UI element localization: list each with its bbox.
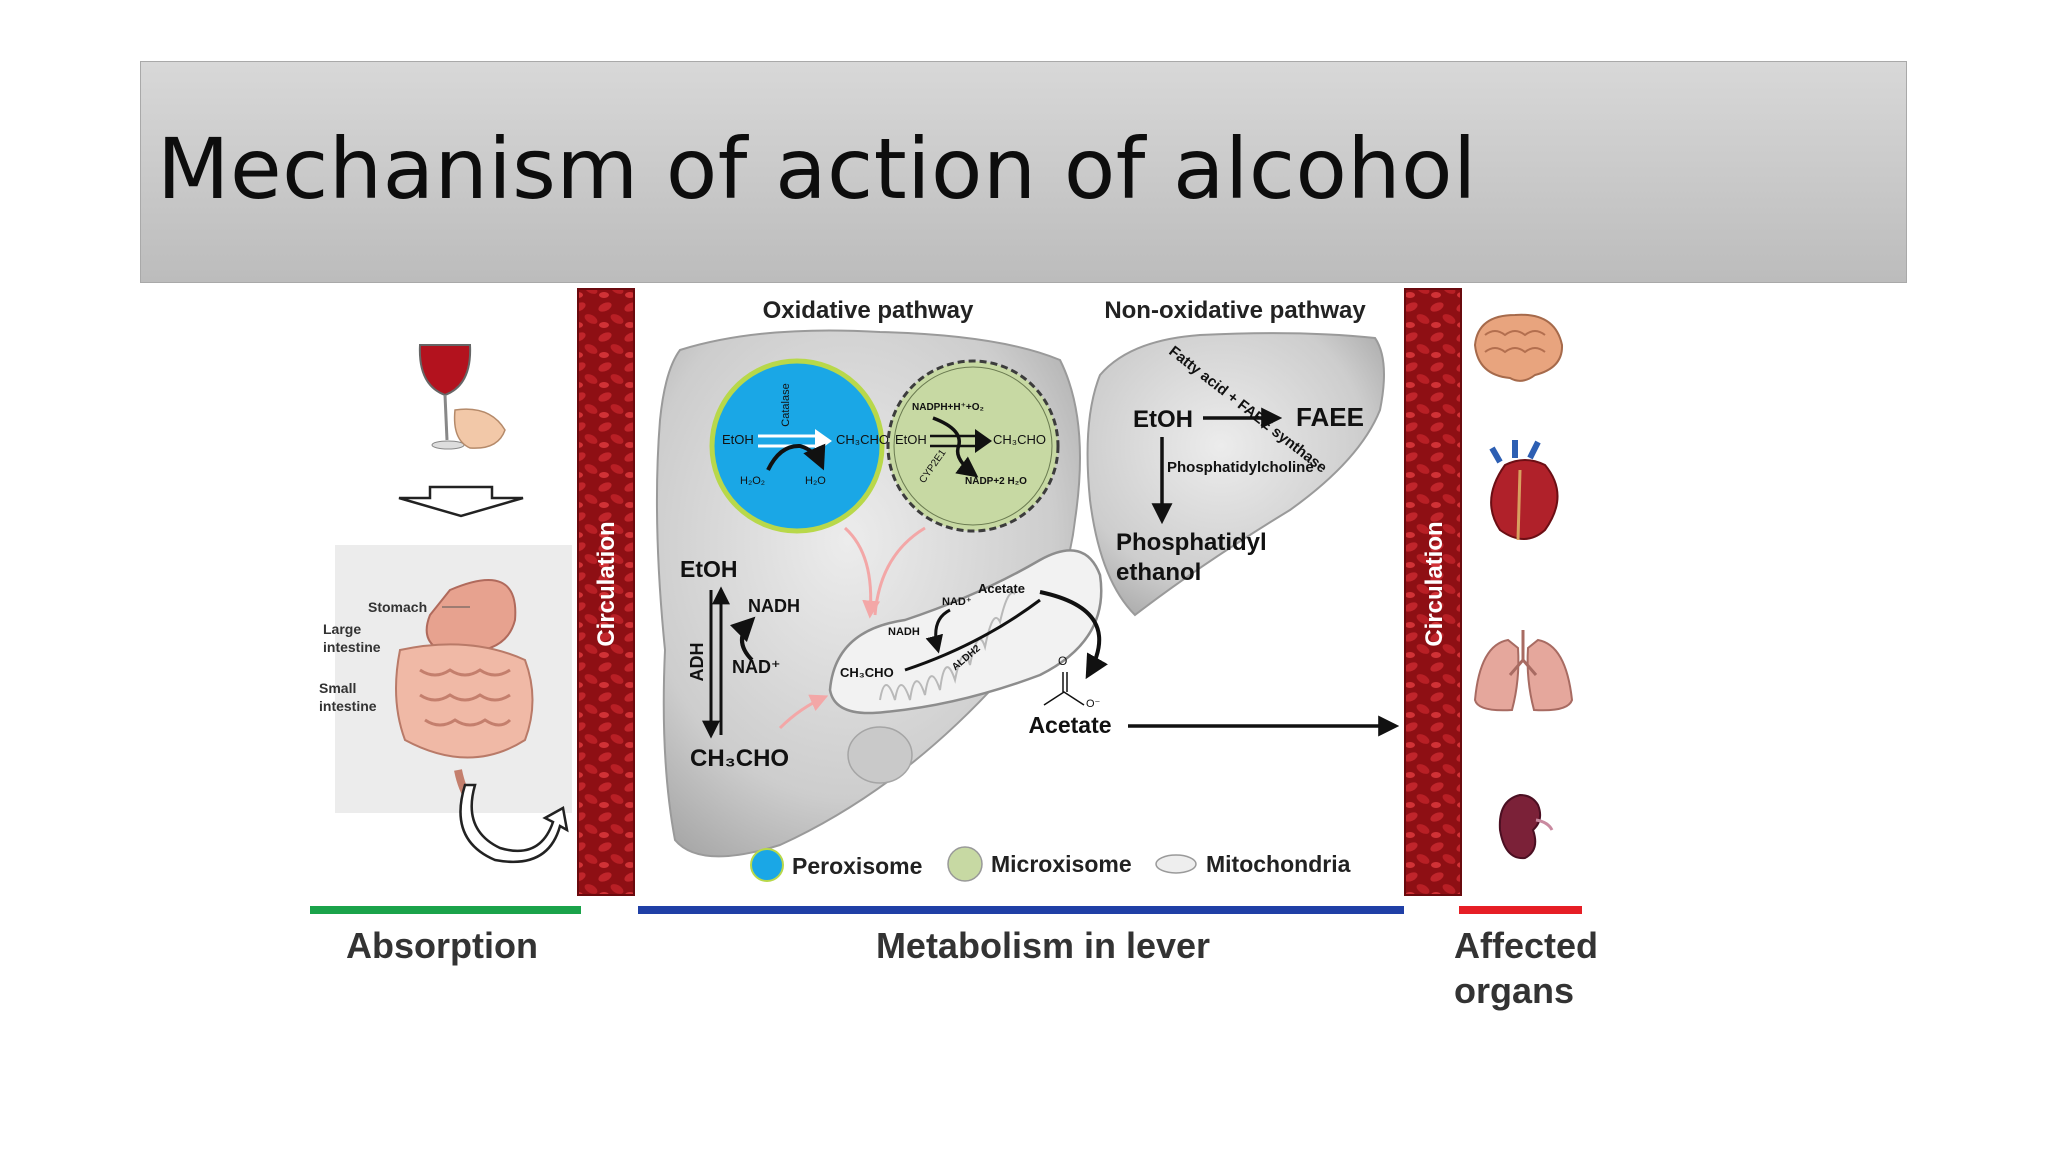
mito-product: Acetate — [978, 581, 1025, 596]
down-arrow-icon — [398, 485, 524, 518]
perox-enzyme: Catalase — [780, 383, 792, 426]
affected-label-2: organs — [1454, 970, 1574, 1011]
adh-cofactor-arrow — [729, 616, 756, 662]
non-ox-faee: FAEE — [1296, 402, 1364, 432]
absorption-panel: Stomach Large intestine Small intestine … — [310, 344, 581, 966]
kidney-icon — [1498, 793, 1554, 860]
slide-title: Mechanism of action of alcohol — [157, 120, 1477, 218]
perox-h2o2: H₂O₂ — [740, 475, 765, 487]
non-ox-product-1: Phosphatidyl — [1116, 529, 1267, 556]
stomach-label: Stomach — [368, 599, 427, 615]
mitochondrion: CH₃CHO NAD⁺ NADH ALDH2 Acetate — [828, 549, 1103, 715]
perox-etoh: EtOH — [722, 432, 754, 447]
peroxisome: EtOH CH₃CHO Catalase H₂O₂ H₂O — [709, 358, 889, 534]
microxisome: EtOH CH₃CHO NADPH+H⁺+O₂ NADP+2 H₂O CYP2E… — [886, 359, 1060, 533]
non-oxidative-heading: Non-oxidative pathway — [1104, 297, 1366, 324]
non-ox-product-2: ethanol — [1116, 559, 1201, 586]
mito-main-arrow — [904, 598, 1041, 672]
circulation-label-left: Circulation — [593, 521, 620, 646]
liver-right-lobe — [1086, 332, 1385, 617]
circulation-right: Circulation — [1404, 288, 1462, 896]
pink-arrow-micro — [873, 526, 926, 616]
metabolism-label: Metabolism in lever — [876, 925, 1210, 966]
micro-product: CH₃CHO — [993, 432, 1046, 447]
perox-h2o: H₂O — [805, 475, 826, 487]
mito-nad: NAD⁺ — [942, 596, 972, 608]
acetate-ominus: O⁻ — [1086, 698, 1101, 710]
pink-arrow-perox — [843, 526, 881, 619]
metabolism-panel: Oxidative pathway Non-oxidative pathway … — [638, 297, 1404, 966]
small-intestine-label-2: intestine — [319, 698, 377, 714]
lungs-icon — [1473, 630, 1574, 712]
micro-cofactor-arrow — [932, 416, 979, 478]
adh-etoh: EtOH — [680, 556, 738, 582]
non-ox-reagent: Phosphatidylcholine — [1167, 459, 1314, 476]
legend-mitochondria-swatch — [1155, 854, 1197, 874]
micro-cofactor-in: NADPH+H⁺+O₂ — [912, 402, 984, 413]
legend-mitochondria: Mitochondria — [1206, 851, 1351, 877]
adh-product: CH₃CHO — [690, 745, 789, 772]
acetate-exit-arrow — [1039, 590, 1108, 680]
title-bar: Mechanism of action of alcohol — [140, 61, 1907, 283]
legend: Peroxisome Microxisome Mitochondria — [750, 846, 1351, 882]
adh-nadh: NADH — [748, 596, 800, 616]
large-intestine-label-1: Large — [323, 621, 361, 637]
absorption-label: Absorption — [346, 925, 538, 966]
adh-enzyme: ADH — [687, 643, 707, 682]
pink-arrow-adh — [778, 694, 829, 730]
acetate-o: O — [1058, 654, 1067, 668]
mito-cofactor-arrow — [925, 608, 951, 654]
oxidative-heading: Oxidative pathway — [763, 297, 974, 324]
large-intestine-label-2: intestine — [323, 639, 381, 655]
adh-reaction: EtOH ADH NADH NAD⁺ CH₃CHO — [680, 556, 800, 772]
legend-peroxisome-swatch — [750, 848, 784, 882]
acetate-molecule: O O⁻ Acetate — [1028, 654, 1111, 738]
acetate-label: Acetate — [1028, 712, 1111, 738]
circulation-label-right: Circulation — [1421, 521, 1448, 646]
mito-nadh: NADH — [888, 626, 920, 638]
gi-tract-icon — [395, 579, 534, 803]
brain-icon — [1473, 313, 1564, 382]
affected-label-1: Affected — [1454, 925, 1598, 966]
affected-organs-panel: Affected organs — [1454, 313, 1598, 1011]
gi-labels: Stomach Large intestine Small intestine — [319, 599, 470, 714]
micro-cofactor-out: NADP+2 H₂O — [965, 476, 1027, 487]
small-intestine-label-1: Small — [319, 680, 356, 696]
heart-icon — [1489, 440, 1559, 541]
adh-nad: NAD⁺ — [732, 657, 781, 677]
gallbladder-shape — [847, 726, 913, 784]
wine-glass-icon — [418, 344, 506, 450]
non-ox-etoh: EtOH — [1133, 406, 1193, 433]
legend-peroxisome: Peroxisome — [792, 853, 922, 879]
micro-etoh: EtOH — [895, 432, 927, 447]
legend-microxisome: Microxisome — [991, 851, 1132, 877]
perox-product: CH₃CHO — [836, 432, 889, 447]
curved-arrow-icon — [459, 783, 569, 864]
legend-microxisome-swatch — [947, 846, 983, 882]
mito-substrate: CH₃CHO — [840, 665, 894, 680]
circulation-left: Circulation — [577, 288, 635, 896]
perox-cofactor-arrow — [766, 443, 826, 471]
